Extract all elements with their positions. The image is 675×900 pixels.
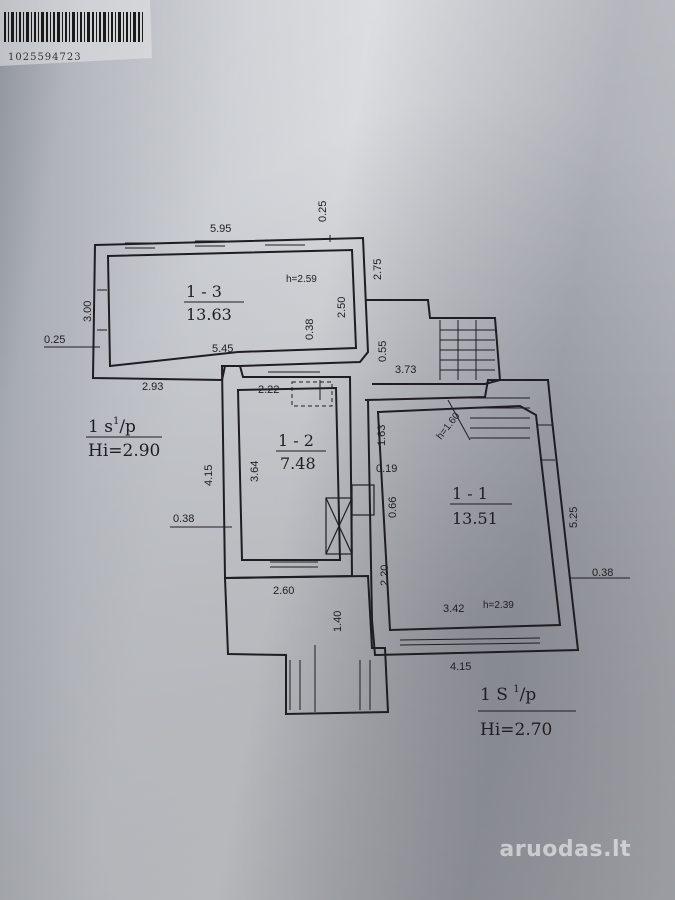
dim-3-42: 3.42 bbox=[443, 603, 464, 615]
barcode bbox=[4, 12, 143, 42]
dim-3-00: 3.00 bbox=[82, 301, 94, 322]
dim-4-15-left: 4.15 bbox=[203, 465, 215, 486]
dimension-lines bbox=[44, 235, 630, 579]
dim-0-38-left: 0.38 bbox=[173, 513, 194, 525]
room11-id: 1 - 1 bbox=[452, 484, 488, 503]
svg-text:1 S 1/p: 1 S 1/p bbox=[480, 684, 536, 705]
dim-0-19: 0.19 bbox=[376, 463, 397, 475]
svg-text:Hi=2.70: Hi=2.70 bbox=[480, 720, 552, 740]
floor-label-1: 1 s1/p Hi=2.90 bbox=[86, 416, 162, 461]
dim-0-25-left: 0.25 bbox=[44, 334, 65, 346]
room11-height: h=2.39 bbox=[483, 600, 514, 611]
room13-height: h=2.59 bbox=[286, 274, 317, 285]
dim-2-93: 2.93 bbox=[142, 381, 163, 393]
room12-area: 7.48 bbox=[280, 454, 316, 473]
dim-1-63: 1.63 bbox=[376, 425, 388, 446]
watermark: aruodas.lt bbox=[499, 837, 631, 862]
dim-3-64: 3.64 bbox=[249, 461, 261, 482]
dim-0-38-right: 0.38 bbox=[592, 567, 613, 579]
dim-0-66: 0.66 bbox=[387, 497, 399, 518]
stairs bbox=[289, 320, 530, 712]
dim-2-22: 2.22 bbox=[258, 384, 279, 396]
dim-5-45: 5.45 bbox=[212, 343, 233, 355]
dim-0-25-top: 0.25 bbox=[317, 201, 329, 222]
fixture-outline bbox=[291, 381, 333, 407]
barcode-number: 1025594723 bbox=[8, 52, 82, 63]
dim-2-20: 2.20 bbox=[379, 565, 391, 586]
windows bbox=[97, 239, 555, 646]
room11-area: 13.51 bbox=[452, 509, 498, 528]
floor-label-2: 1 S 1/p Hi=2.70 bbox=[478, 684, 576, 740]
dim-0-55: 0.55 bbox=[377, 341, 389, 362]
dim-1-40: 1.40 bbox=[332, 611, 344, 632]
svg-text:1 s1/p: 1 s1/p bbox=[88, 416, 136, 437]
dim-3-73: 3.73 bbox=[395, 364, 416, 376]
dim-5-95: 5.95 bbox=[210, 223, 231, 235]
dim-0-38-room13: 0.38 bbox=[304, 319, 316, 340]
walls bbox=[91, 236, 580, 716]
dim-2-60: 2.60 bbox=[273, 585, 294, 597]
stair-height: h=1.60 bbox=[435, 410, 463, 441]
svg-text:Hi=2.90: Hi=2.90 bbox=[88, 441, 160, 461]
appliance bbox=[325, 484, 375, 555]
dim-2-50: 2.50 bbox=[336, 297, 348, 318]
dim-4-15-bottom: 4.15 bbox=[450, 661, 471, 673]
room13-id: 1 - 3 bbox=[186, 282, 222, 301]
room13-area: 13.63 bbox=[186, 305, 232, 324]
room12-id: 1 - 2 bbox=[278, 431, 314, 450]
dim-2-75: 2.75 bbox=[372, 259, 384, 280]
dim-5-25: 5.25 bbox=[568, 507, 580, 528]
